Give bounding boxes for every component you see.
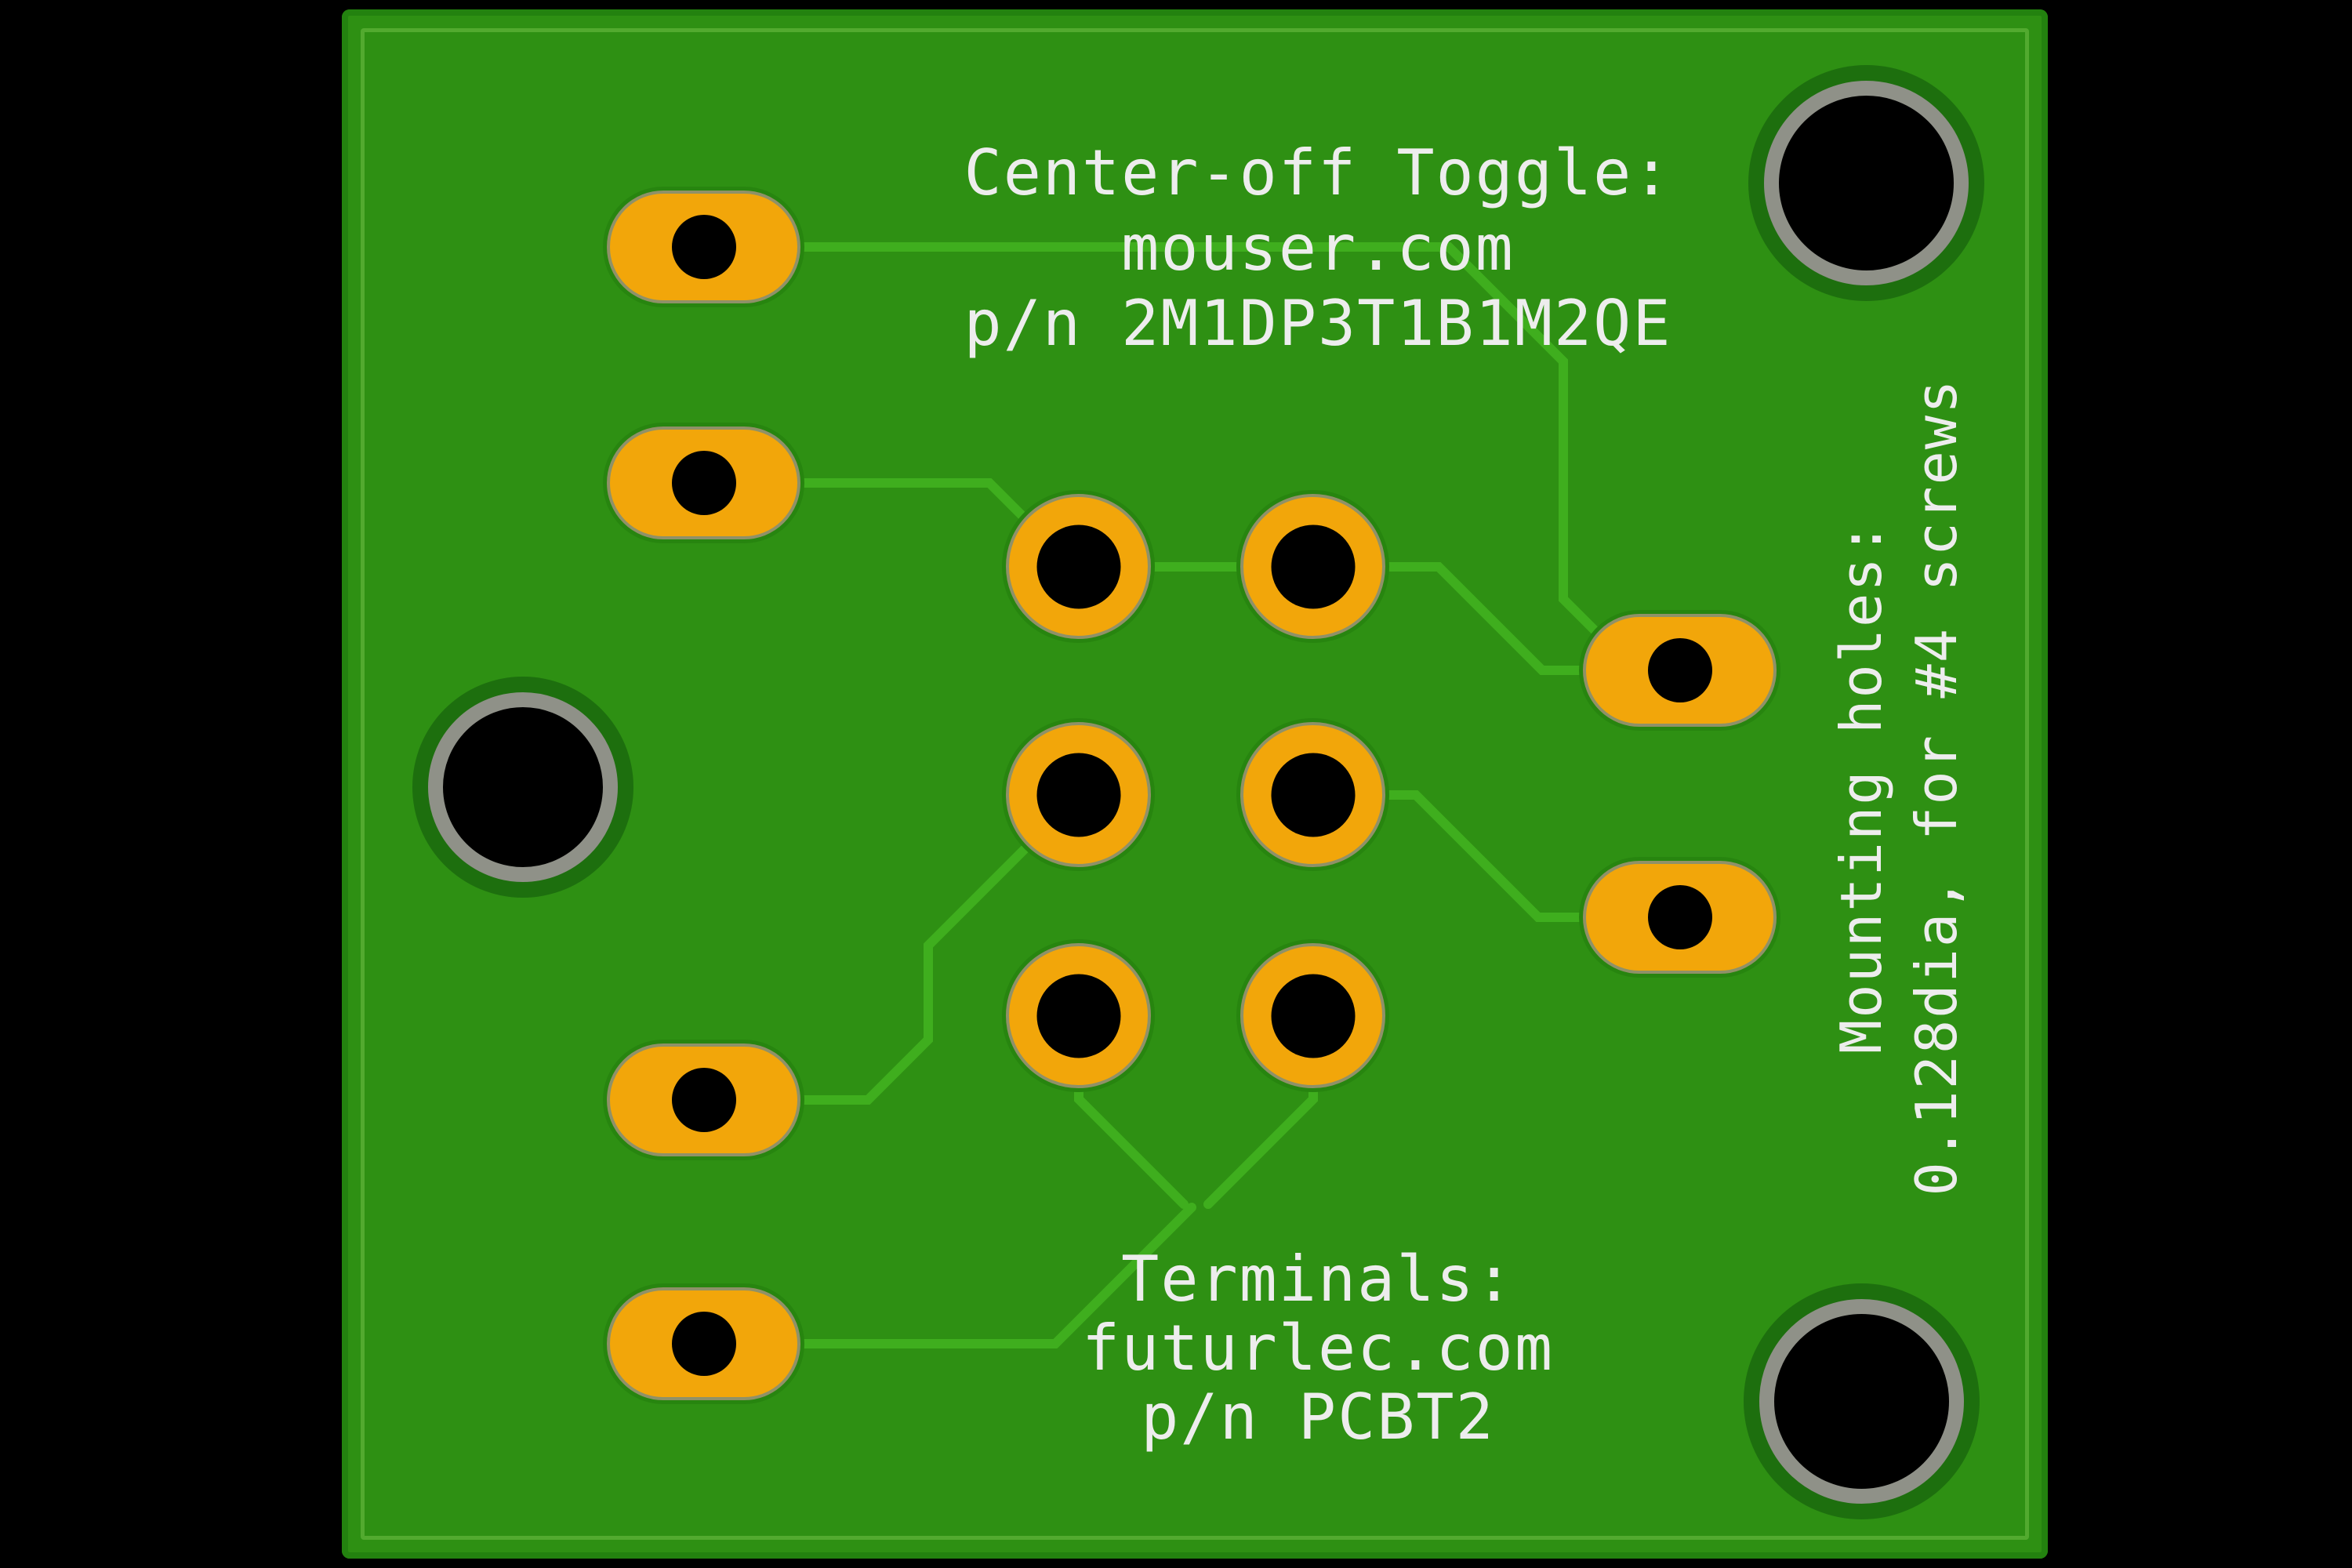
trace-mid-to-left3 — [798, 790, 1083, 1105]
mounting-note-line-2: 0.128dia, for #4 screws — [1904, 378, 1969, 1196]
terminals-note-line-2: futurlec.com — [1082, 1312, 1554, 1385]
mounting-hole-bottom-right — [1759, 1299, 1964, 1504]
switch-pad-row1-col2-hole — [1271, 524, 1355, 608]
toggle-note-line-2: mouser.com — [1121, 212, 1515, 285]
switch-pad-row1-col1-hole — [1036, 524, 1120, 608]
switch-pad-row1-col2 — [1240, 494, 1385, 639]
mounting-note-line-1: Mounting holes: — [1828, 520, 1894, 1054]
switch-pad-row3-col2 — [1240, 943, 1385, 1088]
mounting-hole-top-right — [1764, 81, 1969, 285]
terminal-pad-left-2 — [607, 426, 800, 539]
terminal-pad-left-3-hole — [671, 1068, 736, 1132]
terminal-pad-right-1-hole — [1647, 638, 1712, 702]
terminal-pad-left-1 — [607, 191, 800, 303]
terminal-pad-left-4 — [607, 1287, 800, 1400]
switch-pad-row3-col1-hole — [1036, 974, 1120, 1058]
terminal-pad-left-2-hole — [671, 451, 736, 515]
switch-pad-row3-col1 — [1006, 943, 1151, 1088]
mounting-hole-left — [428, 692, 618, 882]
mounting-note: Mounting holes: 0.128dia, for #4 screws — [1824, 317, 1974, 1258]
terminal-pad-right-2-hole — [1647, 885, 1712, 949]
terminals-note-line-1: Terminals: — [1121, 1243, 1515, 1316]
terminal-pad-left-4-hole — [671, 1312, 736, 1376]
trace-junction-to-left4 — [798, 1203, 1196, 1348]
toggle-note-line-3: p/n 2M1DP3T1B1M2QE — [964, 287, 1672, 360]
terminals-note: Terminals: futurlec.com p/n PCBT2 — [1082, 1245, 1554, 1452]
switch-pad-row3-col2-hole — [1271, 974, 1355, 1058]
switch-pad-row2-col2-hole — [1271, 753, 1355, 837]
terminal-pad-left-1-hole — [671, 215, 736, 279]
switch-pad-row2-col2 — [1240, 722, 1385, 867]
switch-pad-row1-col1 — [1006, 494, 1151, 639]
switch-pad-row2-col1 — [1006, 722, 1151, 867]
terminals-note-line-3: p/n PCBT2 — [1141, 1381, 1495, 1454]
toggle-note-line-1: Center-off Toggle: — [964, 136, 1672, 209]
terminal-pad-right-1 — [1583, 614, 1777, 727]
terminal-pad-right-2 — [1583, 861, 1777, 974]
switch-pad-row2-col1-hole — [1036, 753, 1120, 837]
terminal-pad-left-3 — [607, 1044, 800, 1156]
toggle-note: Center-off Toggle: mouser.com p/n 2M1DP3… — [964, 136, 1672, 361]
